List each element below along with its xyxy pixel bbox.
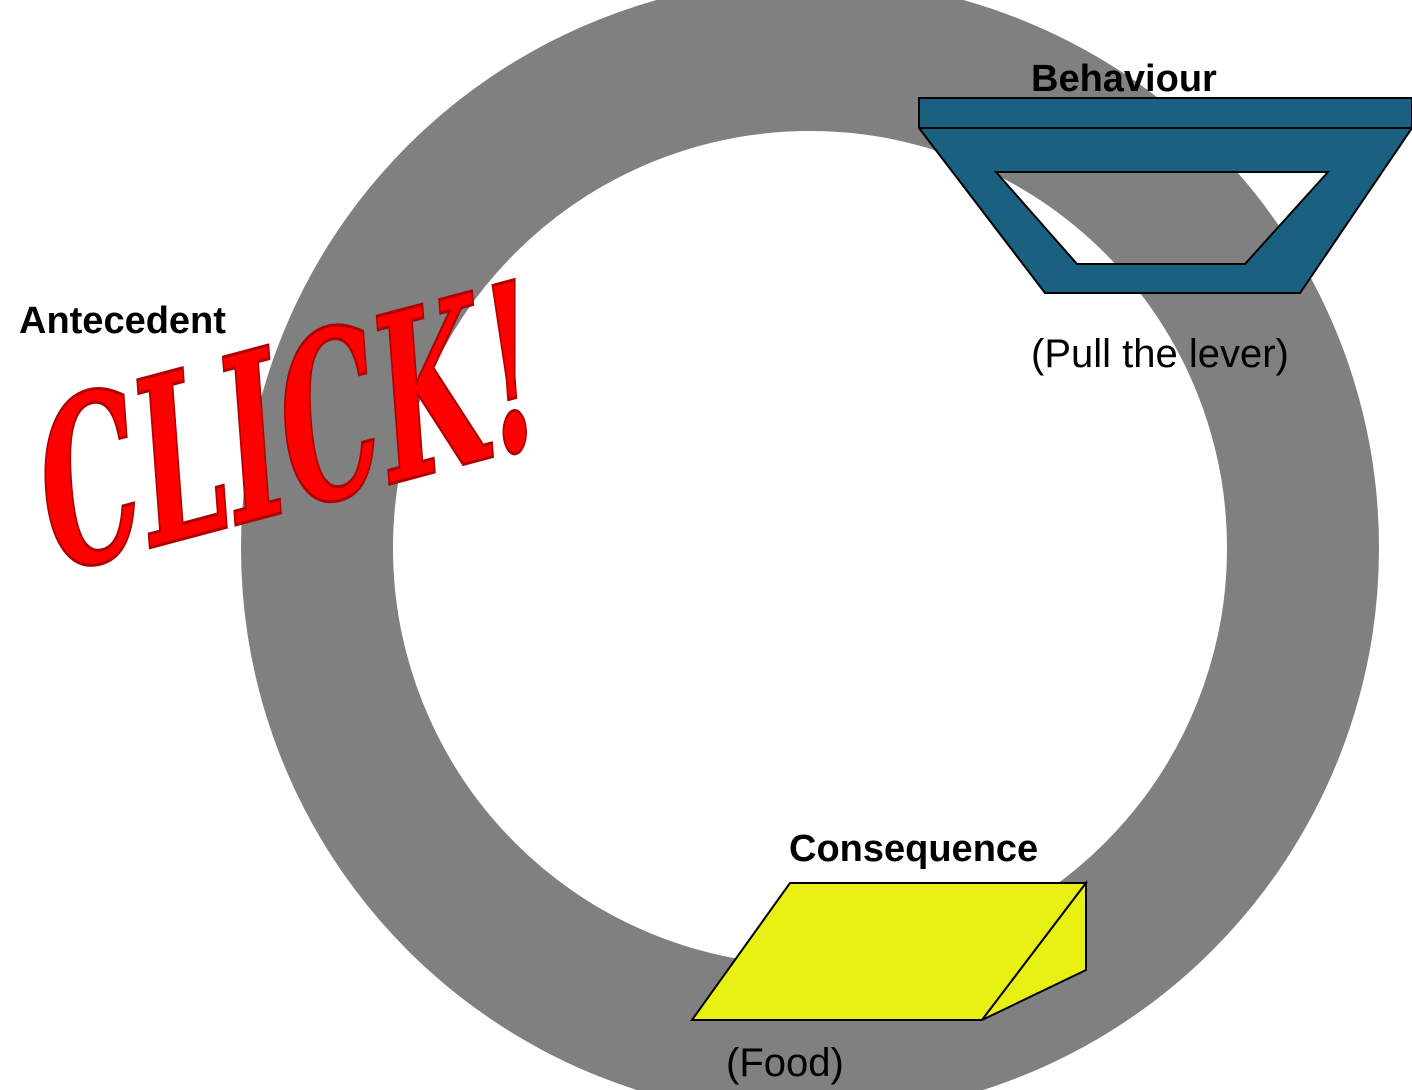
antecedent-label: Antecedent (19, 300, 226, 342)
lever-icon (918, 97, 1412, 294)
consequence-example-label: (Food) (726, 1041, 844, 1085)
consequence-label: Consequence (789, 828, 1039, 870)
behaviour-label: Behaviour (1031, 58, 1217, 100)
cycle-ring (241, 0, 1379, 1090)
food-block-icon (690, 880, 1089, 1021)
food-side-face (981, 880, 1087, 1021)
behaviour-example-label: (Pull the lever) (1031, 332, 1289, 376)
